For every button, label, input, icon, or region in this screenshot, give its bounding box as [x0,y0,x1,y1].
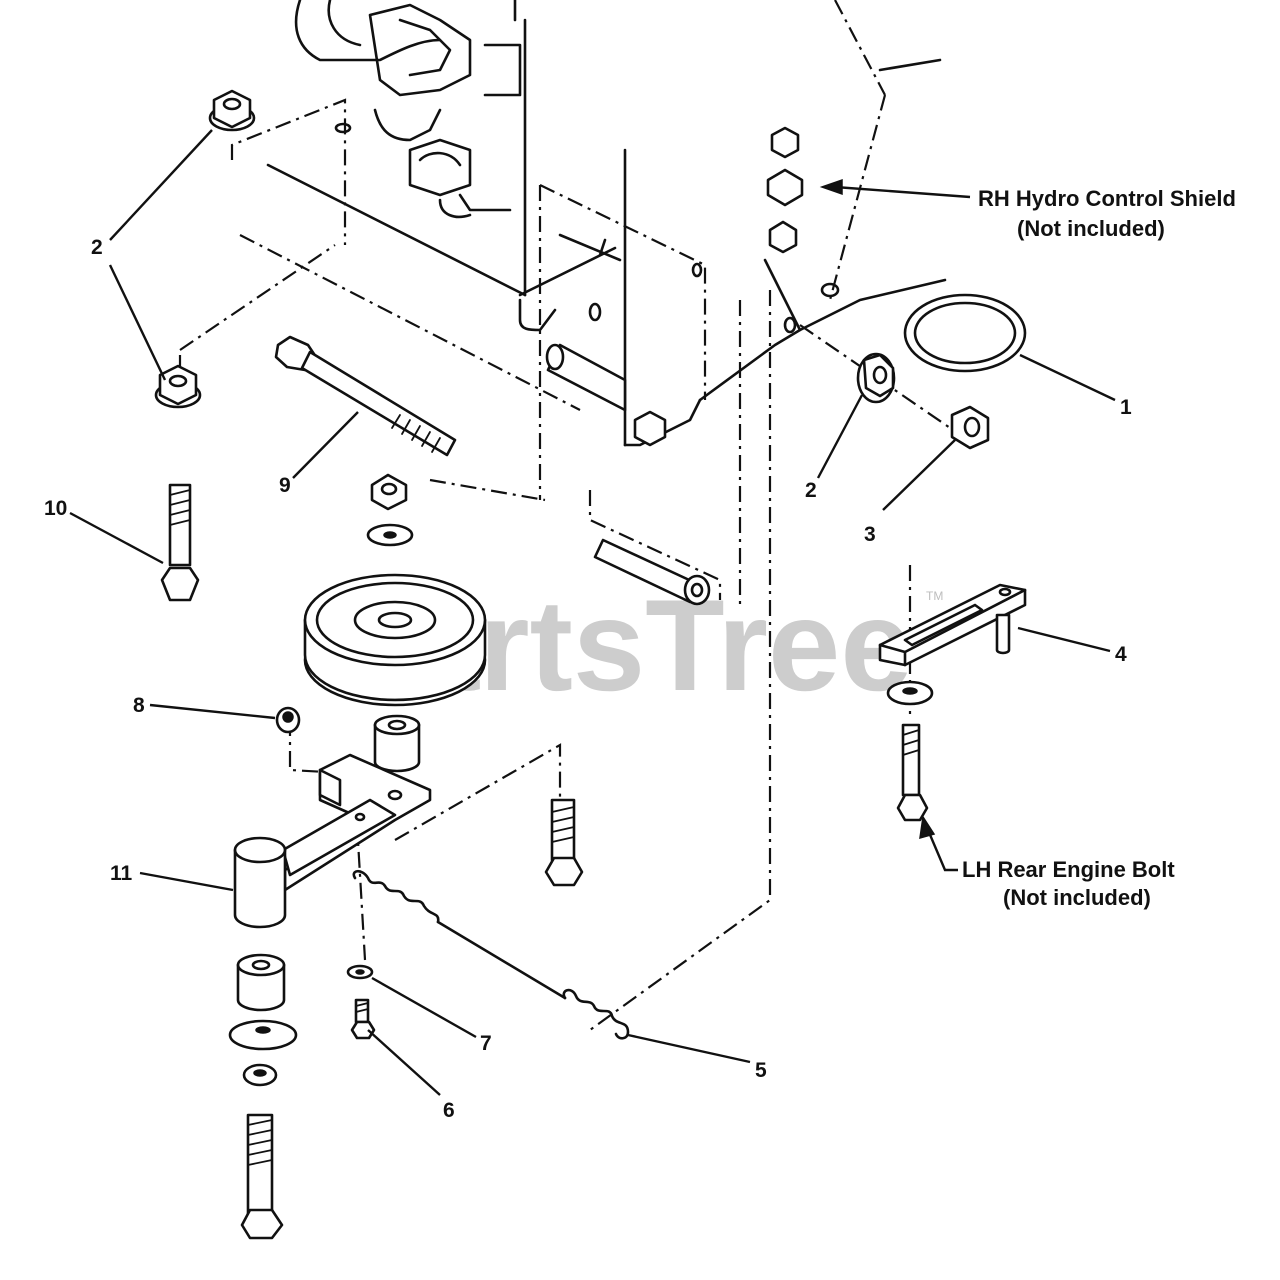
pulley-bushing [373,714,421,773]
pivot-bolt [240,1113,284,1240]
bracket-washer [886,680,934,706]
spacer-tube [593,538,711,606]
part-11-idler-arm [233,753,432,929]
part-7-washer [346,964,374,980]
callout-3: 3 [864,523,876,546]
part-4-bracket [878,583,1027,667]
callout-2-left: 2 [91,236,103,259]
note-engine-bolt-line1: LH Rear Engine Bolt [962,857,1175,882]
leader-lines [69,129,1116,1096]
callout-9: 9 [279,474,291,497]
part-10-bolt [160,483,200,602]
watermark-tm: TM [926,589,943,603]
pivot-bushing [236,953,286,1012]
callout-5: 5 [755,1059,767,1082]
part-9-long-bolt [274,335,457,457]
carriage-bolt [544,798,584,887]
callout-4: 4 [1115,643,1127,666]
part-2-flange-nut-right [856,352,896,404]
callout-7: 7 [480,1032,492,1055]
callout-1: 1 [1120,396,1132,419]
pulley-nut-top [370,473,408,511]
part-2-flange-nut-upper [208,89,256,132]
hydro-control-shield [698,58,947,402]
callout-6: 6 [443,1099,455,1122]
pivot-lockwasher [242,1063,278,1087]
engine-frame [266,0,702,447]
engine-bolt [896,723,929,822]
note-hydro-shield-line2: (Not included) [1017,216,1165,241]
frame-bushing [545,343,667,447]
note-engine-bolt-line2: (Not included) [1003,885,1151,910]
part-5-spring [352,869,630,1040]
callout-8: 8 [133,694,145,717]
part-8-nut [275,706,301,734]
shield-nuts [766,126,804,254]
callout-11: 11 [110,862,133,885]
part-3-hex-nut [950,405,990,450]
part-2-flange-nut-lower [154,364,202,409]
pivot-washer [228,1019,298,1051]
note-hydro-shield-line1: RH Hydro Control Shield [978,186,1236,211]
part-6-screw [350,998,376,1040]
idler-pulley [303,573,487,707]
part-1-ring [903,293,1027,373]
pulley-washer-top [366,523,414,547]
callout-2-right: 2 [805,479,817,502]
callout-10: 10 [44,497,67,520]
